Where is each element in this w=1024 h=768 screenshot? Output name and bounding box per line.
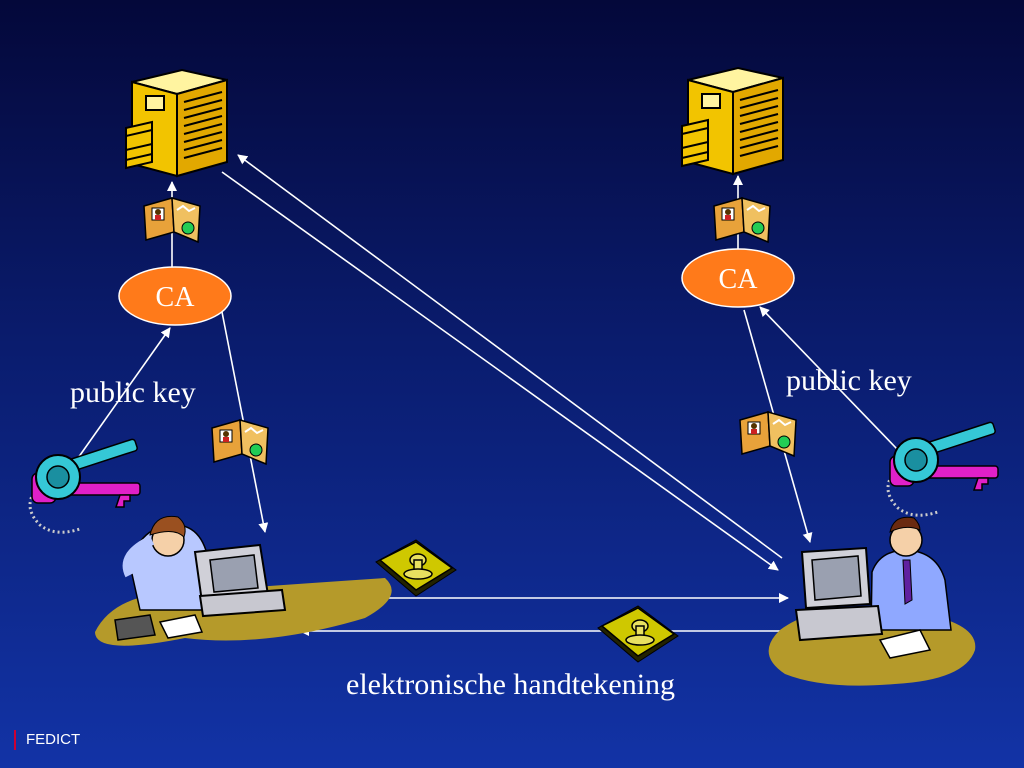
certificate-icon xyxy=(211,419,269,465)
footer-brand: FEDICT xyxy=(14,730,80,750)
key-icon xyxy=(28,437,142,534)
arrow-right-user-to-left-cabinet xyxy=(237,154,783,559)
arrow-right-key-to-ca xyxy=(759,306,899,451)
file-cabinet-icon xyxy=(125,69,228,177)
signature-label: elektronische handtekening xyxy=(346,668,676,701)
certificate-icon xyxy=(713,197,771,243)
key-icon xyxy=(886,420,1000,517)
left-ca-label: CA xyxy=(156,282,196,313)
certificate-icon xyxy=(739,411,797,457)
arrow-left-key-to-ca xyxy=(77,327,171,459)
right-ca-label: CA xyxy=(719,264,759,295)
right-ca-node: CA xyxy=(681,248,795,308)
file-cabinet-icon xyxy=(681,67,784,175)
man-at-computer-icon xyxy=(768,516,976,686)
right-public-key-label: public key xyxy=(786,364,912,397)
signature-document-icon xyxy=(597,605,679,663)
woman-at-computer-icon xyxy=(95,515,392,646)
left-ca-node: CA xyxy=(118,266,232,326)
left-public-key-label: public key xyxy=(70,376,196,409)
arrow-left-cabinet-to-right-user xyxy=(221,171,779,571)
